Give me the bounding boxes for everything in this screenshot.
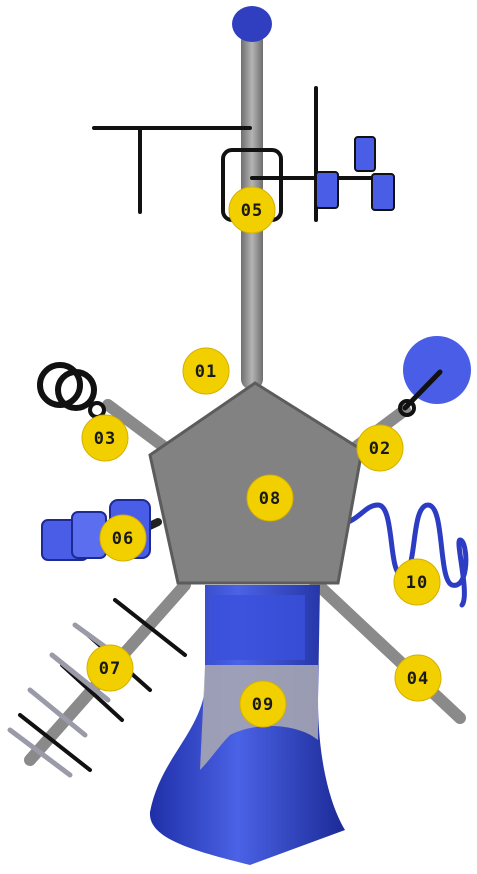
blue-panels: [315, 136, 395, 211]
badge-09: 09: [239, 680, 287, 728]
badge-05: 05: [228, 186, 276, 234]
badge-07: 07: [86, 644, 134, 692]
badge-04-label: 04: [407, 669, 429, 689]
badge-07-label: 07: [99, 659, 121, 679]
badge-01: 01: [182, 347, 230, 395]
pole-cap: [232, 6, 272, 42]
badge-08: 08: [246, 474, 294, 522]
spinner-disc: [398, 336, 471, 417]
badge-10-label: 10: [406, 573, 428, 593]
badge-06-label: 06: [112, 529, 134, 549]
badge-02-label: 02: [369, 439, 391, 459]
badge-01-label: 01: [195, 362, 217, 382]
badge-08-label: 08: [259, 489, 281, 509]
slide: [149, 585, 345, 865]
badge-03-label: 03: [94, 429, 116, 449]
badge-03: 03: [81, 414, 129, 462]
badge-09-label: 09: [252, 695, 274, 715]
badge-10: 10: [393, 558, 441, 606]
ring-swing: [37, 362, 106, 419]
badge-05-label: 05: [241, 201, 263, 221]
badge-02: 02: [356, 424, 404, 472]
badge-06: 06: [99, 514, 147, 562]
badge-04: 04: [394, 654, 442, 702]
spring-wave: [337, 502, 469, 608]
